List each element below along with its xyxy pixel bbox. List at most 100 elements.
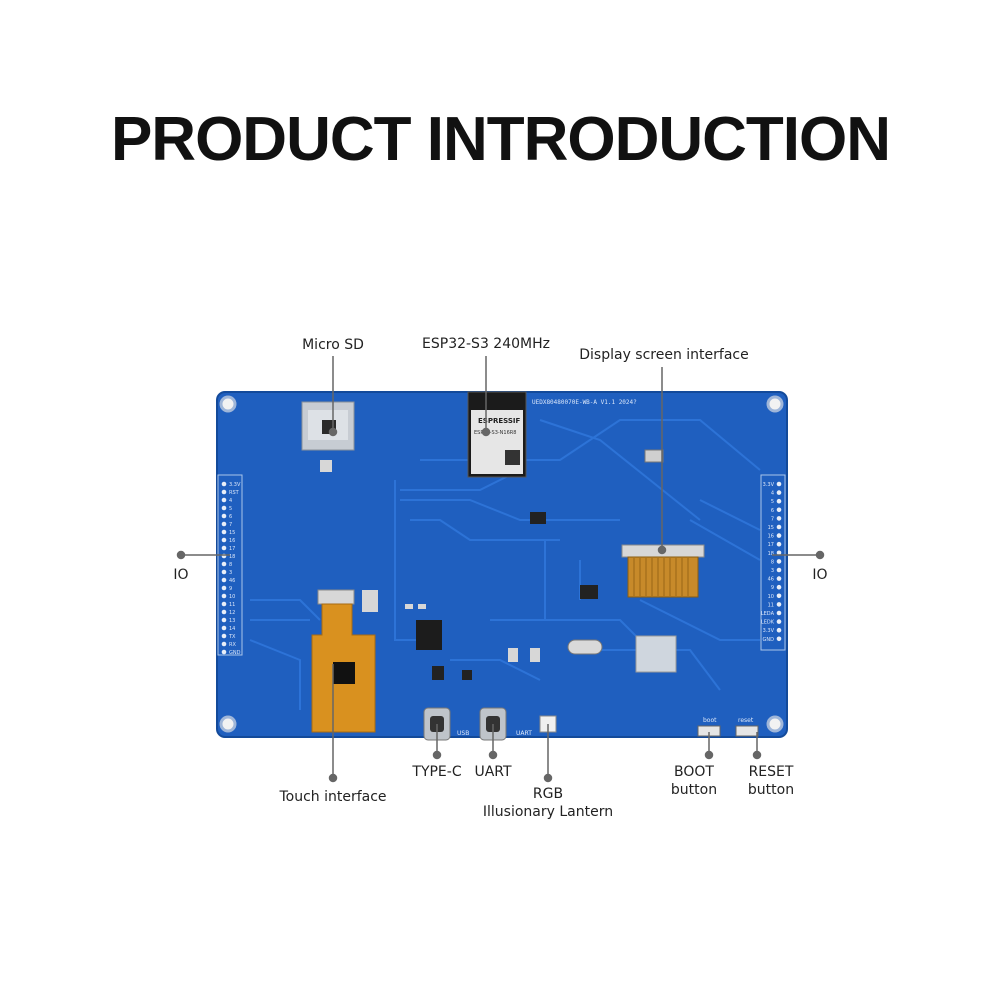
right-pin-pad — [776, 593, 782, 599]
right-pin-pad — [776, 559, 782, 564]
left-pin-pad — [221, 649, 227, 655]
uart-silkscreen: UART — [516, 730, 532, 737]
left-pin-label: TX — [228, 634, 236, 640]
left-pin-label: 6 — [229, 514, 232, 520]
right-pin-pad — [776, 619, 782, 624]
label-esp32: ESP32-S3 240MHz — [422, 336, 550, 352]
right-pin-pad — [776, 636, 782, 642]
left-pin-pad — [221, 521, 227, 527]
board-id-text: UEDX80480070E-WB-A V1.1 2024? — [532, 399, 637, 406]
left-pin-header — [217, 474, 243, 656]
label-uart: UART — [474, 764, 512, 780]
left-pin-label: RST — [229, 490, 240, 496]
right-pin-label: 10 — [768, 594, 774, 600]
right-pin-pad — [776, 524, 782, 530]
right-pin-label: 3 — [771, 568, 774, 574]
right-pin-pad — [776, 516, 782, 521]
right-pin-pad — [776, 481, 782, 487]
left-pin-pad — [221, 481, 227, 487]
label-touch-interface: Touch interface — [279, 789, 387, 805]
left-pin-label: 46 — [229, 578, 235, 584]
label-type-c: TYPE-C — [412, 764, 462, 780]
usb-silkscreen: USB — [457, 730, 469, 737]
right-pin-pad — [776, 627, 782, 633]
left-pin-label: 4 — [229, 498, 232, 504]
crystal — [567, 639, 603, 655]
left-pin-pad — [221, 617, 227, 623]
left-pin-label: 13 — [229, 618, 235, 624]
right-pin-label: 3.3V — [763, 482, 775, 488]
small-ic — [530, 512, 546, 524]
left-pin-label: 12 — [229, 610, 235, 616]
left-pin-pad — [221, 601, 227, 607]
right-pin-label: 16 — [768, 534, 774, 540]
left-pin-pad — [221, 513, 227, 519]
left-pin-pad — [221, 625, 227, 631]
right-pin-pad — [776, 567, 782, 573]
right-pin-header — [760, 474, 786, 651]
right-pin-label: LEDK — [761, 620, 775, 626]
micro-sd-slot — [301, 401, 355, 451]
left-pin-pad — [221, 609, 227, 615]
right-pin-pad — [776, 507, 782, 513]
label-rgb-line2: Illusionary Lantern — [482, 804, 614, 820]
right-pin-label: 4 — [771, 491, 774, 497]
smd-components — [320, 460, 598, 680]
left-pin-label: RX — [229, 642, 236, 648]
left-pin-pad — [221, 529, 227, 535]
right-pin-label: 17 — [768, 542, 774, 548]
right-pin-pad — [776, 550, 782, 556]
label-display-interface: Display screen interface — [579, 347, 749, 363]
reset-button-part — [735, 725, 759, 737]
page-title: PRODUCT INTRODUCTION — [110, 105, 891, 174]
label-reset-line2: button — [747, 782, 795, 798]
left-pin-label: 3.3V — [229, 482, 241, 488]
right-pin-pad — [776, 602, 782, 607]
left-pin-pad — [221, 585, 227, 591]
right-pin-label: 15 — [768, 525, 774, 531]
label-io-left: IO — [173, 567, 189, 583]
esp-brand-text: ESPRESSIF — [478, 417, 520, 425]
left-pin-label: 8 — [229, 562, 232, 568]
left-pin-pad — [221, 537, 227, 543]
label-reset-line1: RESET — [748, 764, 794, 780]
left-pin-pad — [221, 545, 227, 551]
left-pin-pad — [221, 569, 227, 575]
right-pin-pad — [776, 584, 782, 590]
left-pin-label: 5 — [229, 506, 232, 512]
right-pin-label: 5 — [771, 499, 774, 505]
right-pin-label: 7 — [771, 516, 774, 522]
left-pin-column: 3.3VRST456715161718834691011121314TXRXGN… — [221, 481, 241, 656]
left-pin-label: 3 — [229, 570, 232, 576]
right-pin-label: LEDA — [761, 611, 775, 617]
left-pin-pad — [221, 593, 227, 599]
right-pin-pad — [776, 610, 782, 616]
qr-label — [635, 635, 677, 673]
touch-flex-cable — [311, 589, 376, 733]
right-pin-label: 9 — [771, 585, 774, 591]
left-pin-label: 11 — [229, 602, 235, 608]
right-pin-label: 3.3V — [763, 628, 775, 634]
label-micro-sd: Micro SD — [302, 337, 364, 353]
left-pin-pad — [221, 497, 227, 503]
mounting-holes — [219, 395, 784, 733]
small-connector — [644, 449, 664, 463]
right-pin-label: GND — [763, 637, 775, 643]
esp32-module — [467, 391, 527, 478]
right-pin-label: 11 — [768, 602, 774, 608]
left-pin-label: 10 — [229, 594, 235, 600]
left-pin-pad — [221, 641, 227, 647]
left-pin-label: 16 — [229, 538, 235, 544]
soic-chip — [416, 620, 442, 650]
right-pin-label: 6 — [771, 508, 774, 514]
right-pin-label: 18 — [768, 551, 774, 557]
label-io-right: IO — [812, 567, 828, 583]
left-pin-label: 18 — [229, 554, 235, 560]
right-pin-pad — [776, 576, 782, 581]
boot-silkscreen: boot — [703, 717, 717, 724]
left-pin-pad — [221, 505, 227, 511]
label-boot-line1: BOOT — [674, 764, 714, 780]
left-pin-label: 7 — [229, 522, 232, 528]
reset-silkscreen: reset — [738, 717, 754, 724]
callout-lines — [176, 356, 825, 783]
